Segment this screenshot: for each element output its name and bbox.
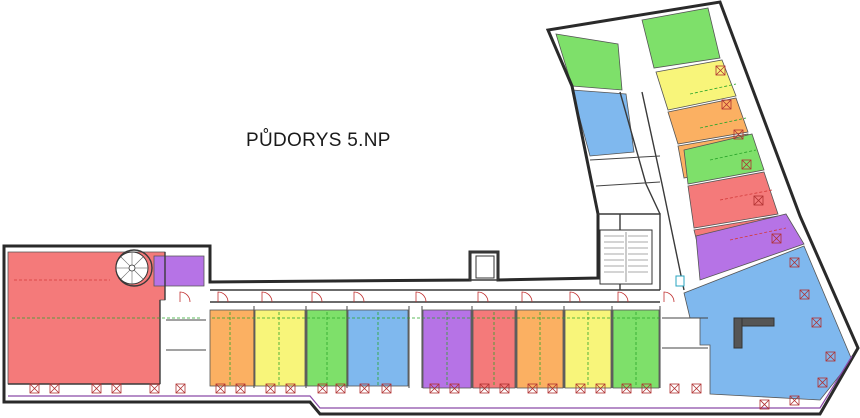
room-left-purple — [153, 255, 205, 287]
vent-marker — [381, 383, 392, 394]
vent-marker — [715, 65, 726, 76]
vent-marker — [575, 383, 586, 394]
room-north-green-1 — [555, 33, 623, 91]
vent-marker — [817, 377, 828, 388]
vent-marker — [265, 383, 276, 394]
vent-markers — [29, 65, 836, 410]
vent-marker — [335, 383, 346, 394]
staircase — [599, 229, 653, 285]
vent-marker — [641, 383, 652, 394]
vent-marker — [691, 383, 702, 394]
room-east-green — [683, 133, 765, 185]
vent-marker — [789, 257, 800, 268]
door-swing — [569, 291, 581, 303]
facade-line — [8, 355, 853, 409]
room-south-1 — [209, 309, 255, 387]
vent-marker — [111, 383, 122, 394]
vent-marker — [149, 383, 160, 394]
door-swing — [217, 291, 229, 303]
vent-marker — [771, 233, 782, 244]
door-swing — [311, 291, 323, 303]
vent-marker — [669, 383, 680, 394]
door-swing — [663, 291, 675, 303]
room-partitions — [166, 155, 708, 388]
door-swing — [415, 291, 427, 303]
vent-marker — [527, 383, 538, 394]
service-elements — [475, 255, 775, 349]
vent-marker — [175, 383, 186, 394]
plan-title: PŮDORYS 5.NP — [246, 130, 391, 151]
vent-marker — [721, 99, 732, 110]
door-swings — [179, 291, 675, 303]
room-east-orange-1 — [667, 97, 749, 145]
vent-marker — [759, 399, 770, 410]
vent-marker — [359, 383, 370, 394]
vent-marker — [811, 317, 822, 328]
vent-marker — [215, 383, 226, 394]
vent-marker — [595, 383, 606, 394]
vent-marker — [449, 383, 460, 394]
structure-grid-lines — [12, 83, 787, 386]
room-east-red-1 — [687, 171, 779, 229]
spiral-staircase — [115, 251, 149, 285]
vent-marker — [317, 383, 328, 394]
vent-marker — [789, 395, 800, 406]
door-swing — [617, 291, 629, 303]
vent-marker — [235, 383, 246, 394]
vent-marker — [753, 195, 764, 206]
door-swing — [477, 291, 489, 303]
vent-marker — [479, 383, 490, 394]
door-swing — [261, 291, 273, 303]
vent-marker — [621, 383, 632, 394]
door-swing — [353, 291, 365, 303]
room-north-green-2 — [641, 7, 721, 69]
vent-marker — [429, 383, 440, 394]
vent-marker — [741, 159, 752, 170]
vent-marker — [825, 351, 836, 362]
vent-marker — [29, 383, 40, 394]
vent-marker — [799, 289, 810, 300]
vent-marker — [547, 383, 558, 394]
room-south-2 — [254, 309, 306, 387]
vent-marker — [91, 383, 102, 394]
room-north-blue — [571, 89, 635, 157]
room-east-purple — [695, 213, 805, 281]
door-swing — [521, 291, 533, 303]
door-swing — [179, 291, 191, 303]
vent-marker — [49, 383, 60, 394]
vent-marker — [285, 383, 296, 394]
vent-marker — [733, 129, 744, 140]
vent-marker — [499, 383, 510, 394]
